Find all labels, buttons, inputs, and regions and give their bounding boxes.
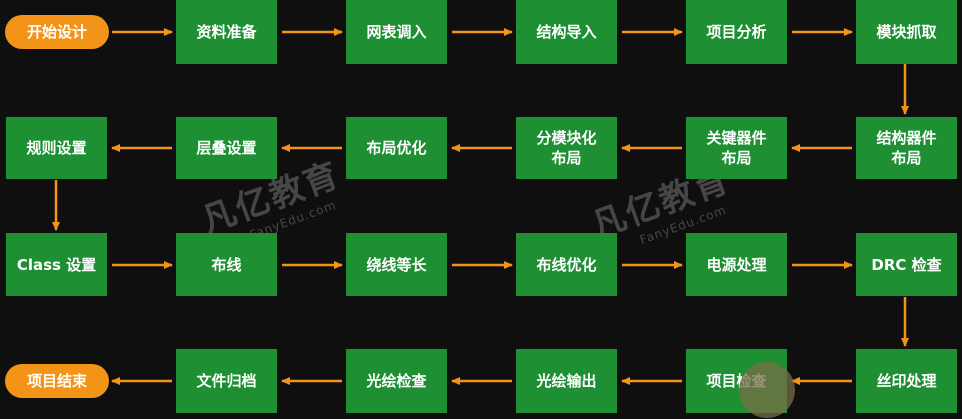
node-silkscreen-processing: 丝印处理 [856,349,957,413]
node-class-setup: Class 设置 [6,233,107,296]
node-routing: 布线 [176,233,277,296]
node-gerber-output: 光绘输出 [516,349,617,413]
node-key-component-placement: 关键器件 布局 [686,117,787,179]
end-terminal: 项目结束 [5,364,109,398]
node-structural-placement: 结构器件 布局 [856,117,957,179]
node-netlist-import: 网表调入 [346,0,447,64]
node-drc-check: DRC 检查 [856,233,957,296]
start-terminal: 开始设计 [5,15,109,49]
node-modular-placement: 分模块化 布局 [516,117,617,179]
node-module-capture: 模块抓取 [856,0,957,64]
pointer-highlight [739,362,795,418]
node-routing-optimization: 布线优化 [516,233,617,296]
node-gerber-check: 光绘检查 [346,349,447,413]
node-file-archive: 文件归档 [176,349,277,413]
node-length-tuning: 绕线等长 [346,233,447,296]
node-data-prep: 资料准备 [176,0,277,64]
node-stackup-setup: 层叠设置 [176,117,277,179]
node-placement-optimization: 布局优化 [346,117,447,179]
node-structure-import: 结构导入 [516,0,617,64]
node-project-analysis: 项目分析 [686,0,787,64]
node-rule-setup: 规则设置 [6,117,107,179]
node-power-processing: 电源处理 [686,233,787,296]
